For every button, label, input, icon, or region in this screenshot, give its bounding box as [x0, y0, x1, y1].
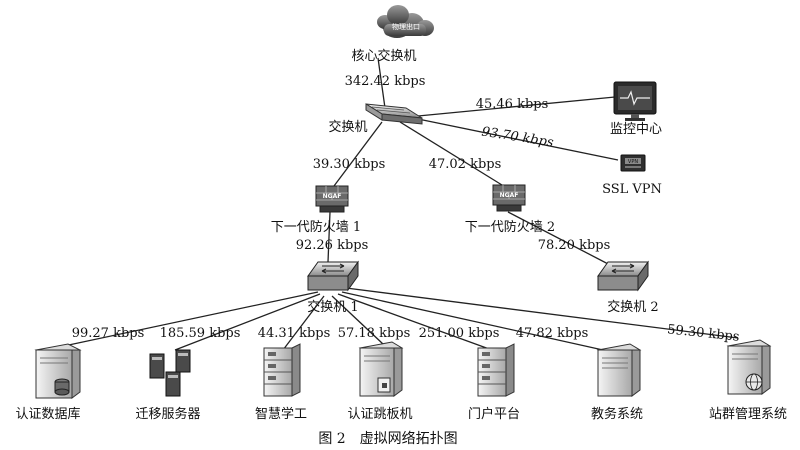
vpn-device-icon: VPN	[620, 154, 646, 172]
database-server-icon	[34, 343, 82, 399]
migration-servers-icon	[149, 349, 191, 397]
core-switch-label: 核心交换机	[351, 48, 416, 64]
site-label: 站群管理系统	[709, 407, 787, 422]
rate-smart: 44.31 kbps	[258, 326, 331, 341]
link-switch1-site	[345, 287, 739, 339]
switch-1-label: 交换机 1	[307, 299, 358, 315]
switch-device-icon	[365, 103, 423, 125]
link-switch-monitor	[417, 96, 616, 117]
rate-fw2-down: 78.20 kbps	[538, 238, 611, 253]
vpn-label: SSL VPN	[602, 182, 662, 197]
server-rack-icon-smart	[263, 343, 301, 397]
link-core-switch	[377, 57, 386, 109]
firewall-2-label: 下一代防火墙 2	[465, 219, 555, 235]
link-switch-vpn	[417, 118, 619, 161]
web-server-icon	[726, 339, 772, 395]
academic-label: 教务系统	[591, 406, 643, 422]
fw1-badge: NGAF	[323, 193, 342, 200]
link-fw2-switch2	[507, 211, 613, 267]
rate-migration: 185.59 kbps	[160, 326, 241, 341]
rate-academic: 47.82 kbps	[516, 326, 589, 341]
fw2-badge: NGAF	[500, 192, 519, 199]
link-switch-fw2	[399, 121, 503, 186]
jump-server-icon	[358, 341, 404, 397]
server-rack-icon-portal	[477, 343, 515, 397]
rate-site: 59.30 kbps	[667, 322, 741, 345]
switch-2-label: 交换机 2	[607, 299, 658, 315]
rate-portal: 251.00 kbps	[419, 326, 500, 341]
link-switch1-migration	[174, 293, 321, 351]
rate-core-uplink: 342.42 kbps	[345, 74, 426, 89]
monitor-label: 监控中心	[610, 122, 662, 137]
switch-label: 交换机	[328, 119, 367, 135]
academic-server-icon	[596, 343, 642, 397]
link-switch1-jump	[331, 295, 384, 345]
rate-monitor: 45.46 kbps	[476, 97, 549, 112]
vpn-badge: VPN	[628, 159, 638, 165]
jump-label: 认证跳板机	[347, 407, 412, 422]
link-switch1-portal	[337, 293, 493, 351]
rate-fw1: 39.30 kbps	[313, 157, 386, 172]
link-switch1-academic	[341, 291, 613, 353]
firewall-1-icon: NGAF	[315, 185, 349, 213]
smart-label: 智慧学工	[255, 406, 307, 422]
migration-label: 迁移服务器	[135, 406, 200, 422]
figure-caption: 图 2 虚拟网络拓扑图	[318, 431, 457, 447]
rate-fw2: 47.02 kbps	[429, 157, 502, 172]
auth-db-label: 认证数据库	[15, 406, 80, 422]
cloud-icon: 物理出口	[377, 5, 434, 38]
link-fw1-switch1	[327, 211, 331, 263]
rate-jump: 57.18 kbps	[338, 326, 411, 341]
portal-label: 门户平台	[468, 406, 520, 422]
link-switch-fw1	[333, 121, 383, 187]
cloud-label: 物理出口	[392, 22, 420, 31]
firewall-1-label: 下一代防火墙 1	[271, 219, 361, 235]
firewall-2-icon: NGAF	[492, 184, 526, 212]
link-switch1-authdb	[63, 291, 319, 347]
monitor-icon	[613, 81, 657, 121]
rate-vpn: 93.70 kbps	[481, 124, 555, 150]
rate-auth-db: 99.27 kbps	[72, 326, 145, 341]
link-switch1-smart	[282, 295, 325, 351]
switch-2-icon	[597, 260, 649, 292]
rate-fw1-down: 92.26 kbps	[296, 238, 369, 253]
switch-1-icon	[307, 260, 359, 292]
links	[63, 57, 739, 353]
